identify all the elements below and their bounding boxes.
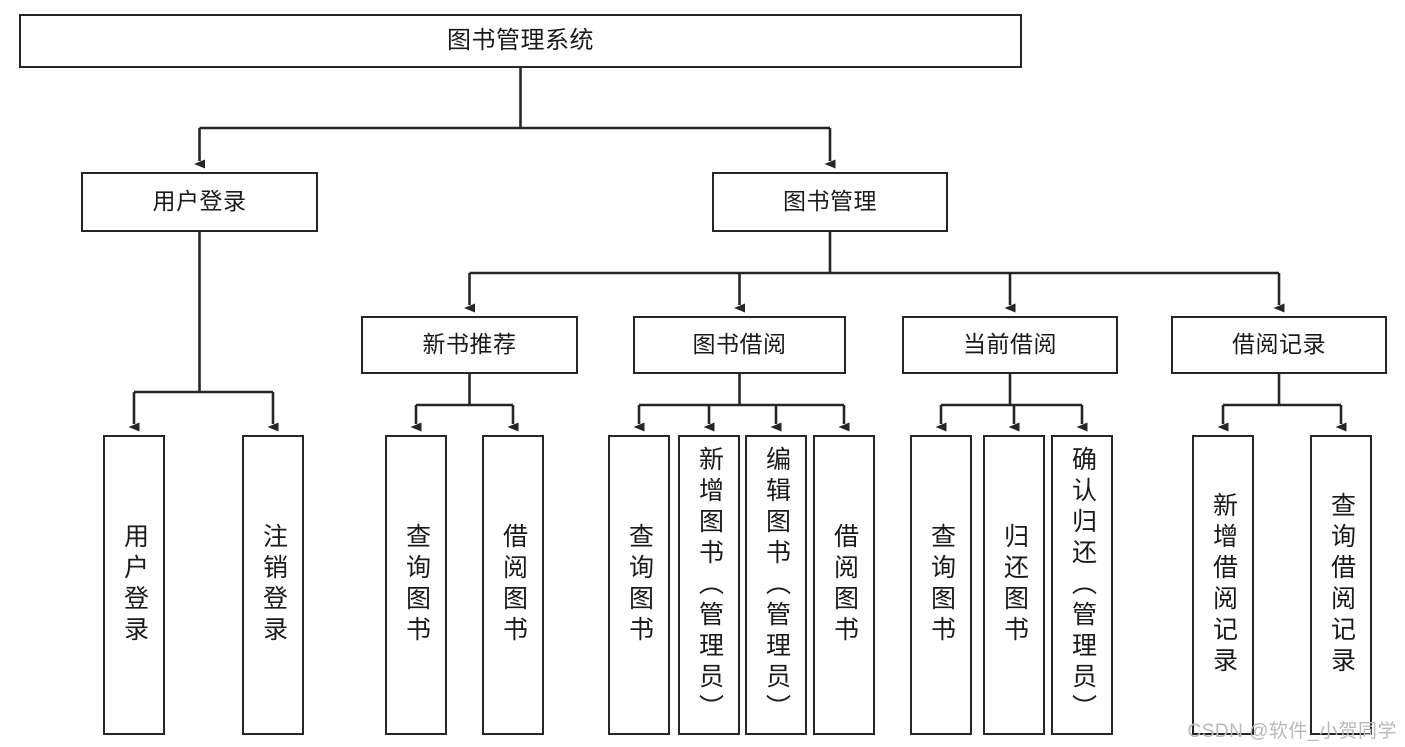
node-b_query[interactable]: 查询图书 bbox=[608, 435, 670, 735]
node-label: 新增借阅记录 bbox=[1209, 492, 1238, 678]
node-label: 借阅记录 bbox=[1232, 331, 1326, 358]
node-label: 图书管理 bbox=[783, 188, 877, 215]
node-b_lend[interactable]: 借阅图书 bbox=[813, 435, 875, 735]
node-label: 新书推荐 bbox=[422, 331, 517, 358]
node-label: 图书借阅 bbox=[692, 331, 787, 358]
node-label: 编辑图书（管理员） bbox=[762, 445, 791, 725]
node-borrow[interactable]: 图书借阅 bbox=[633, 316, 846, 374]
node-c_return[interactable]: 归还图书 bbox=[983, 435, 1045, 735]
node-label: 查询借阅记录 bbox=[1327, 492, 1356, 678]
node-label: 用户登录 bbox=[152, 188, 247, 215]
node-current[interactable]: 当前借阅 bbox=[902, 316, 1118, 374]
node-label: 新增图书（管理员） bbox=[695, 445, 724, 725]
node-label: 查询图书 bbox=[625, 523, 654, 647]
node-b_edit[interactable]: 编辑图书（管理员） bbox=[745, 435, 807, 735]
node-r_query[interactable]: 查询借阅记录 bbox=[1310, 435, 1372, 735]
node-b_add[interactable]: 新增图书（管理员） bbox=[678, 435, 740, 735]
node-label: 确认归还（管理员） bbox=[1068, 445, 1097, 725]
node-bookmgmt[interactable]: 图书管理 bbox=[712, 172, 948, 232]
csdn-watermark: CSDN @软件_小贺同学 bbox=[1187, 721, 1397, 742]
node-n_query[interactable]: 查询图书 bbox=[385, 435, 447, 735]
node-l_login[interactable]: 用户登录 bbox=[103, 435, 165, 735]
node-label: 图书管理系统 bbox=[447, 26, 594, 54]
node-root[interactable]: 图书管理系统 bbox=[19, 14, 1022, 68]
node-label: 借阅图书 bbox=[830, 523, 859, 647]
node-label: 查询图书 bbox=[402, 523, 431, 647]
node-n_borrow[interactable]: 借阅图书 bbox=[482, 435, 544, 735]
node-l_logout[interactable]: 注销登录 bbox=[242, 435, 304, 735]
node-label: 用户登录 bbox=[120, 523, 149, 647]
node-c_query[interactable]: 查询图书 bbox=[910, 435, 972, 735]
node-r_add[interactable]: 新增借阅记录 bbox=[1192, 435, 1254, 735]
node-newbook[interactable]: 新书推荐 bbox=[361, 316, 578, 374]
node-login[interactable]: 用户登录 bbox=[81, 172, 318, 232]
node-c_confirm[interactable]: 确认归还（管理员） bbox=[1051, 435, 1113, 735]
node-label: 归还图书 bbox=[1000, 523, 1029, 647]
node-label: 当前借阅 bbox=[963, 331, 1057, 358]
node-label: 注销登录 bbox=[259, 523, 288, 647]
node-label: 借阅图书 bbox=[499, 523, 528, 647]
node-records[interactable]: 借阅记录 bbox=[1171, 316, 1387, 374]
node-label: 查询图书 bbox=[927, 523, 956, 647]
